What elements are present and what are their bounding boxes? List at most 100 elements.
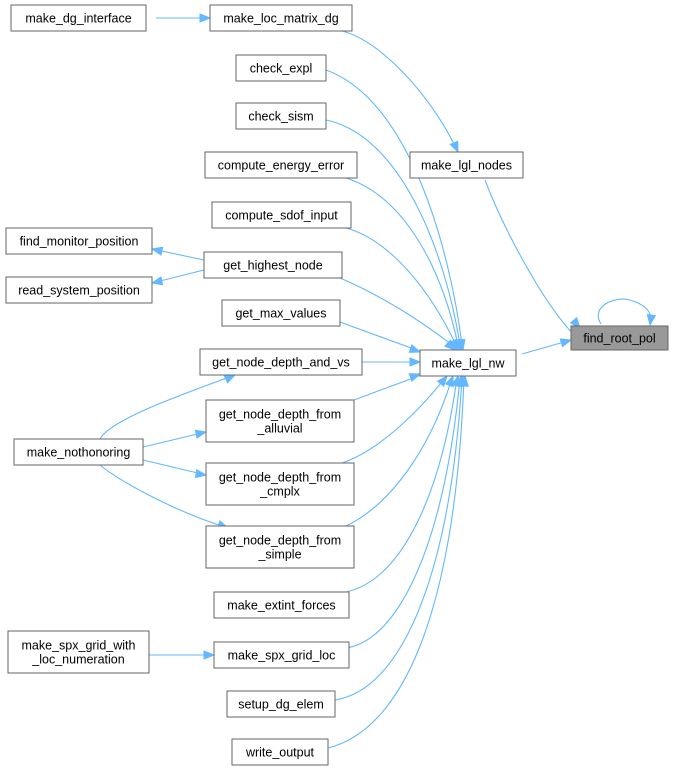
edge-get_highest_node-to-read_system_position — [150, 269, 205, 286]
node-get-node-depth-from-cmplx[interactable]: get_node_depth_from_cmplx — [205, 462, 355, 506]
node-write-output[interactable]: write_output — [231, 738, 329, 766]
edge-arrowhead — [559, 338, 573, 348]
node-compute-sdof-input[interactable]: compute_sdof_input — [211, 201, 352, 229]
node-make-nothonoring[interactable]: make_nothonoring — [13, 438, 144, 466]
node-label: compute_energy_error — [218, 159, 344, 173]
node-box — [231, 738, 329, 766]
node-box — [409, 151, 524, 179]
node-label: make_lgl_nodes — [421, 159, 512, 173]
edge-line — [597, 298, 652, 325]
edge-make_lgl_nw-to-get_max_values — [339, 321, 423, 353]
nodes-layer: make_dg_interface make_loc_matrix_dgcheck… — [5, 4, 669, 766]
node-label: _loc_numeration — [31, 653, 124, 667]
node-box — [209, 4, 353, 32]
edge-arrowhead — [223, 374, 237, 384]
edge-arrowhead — [150, 246, 164, 256]
node-label: make_lgl_nw — [432, 357, 506, 371]
node-box — [205, 462, 355, 506]
node-make-dg-interface[interactable]: make_dg_interface — [10, 4, 147, 32]
edge-make_spx_grid_loc-to-make_spx_grid_with_loc_numeration — [149, 650, 216, 660]
node-label: make_loc_matrix_dg — [223, 12, 338, 26]
edge-line — [334, 377, 463, 701]
edge-get_highest_node-to-find_monitor_position — [150, 246, 205, 261]
edge-arrowhead — [408, 373, 422, 382]
node-label: check_sism — [248, 110, 313, 124]
node-label: get_node_depth_from — [219, 471, 341, 485]
node-get-node-depth-from-simple[interactable]: get_node_depth_from_simple — [205, 525, 355, 569]
node-box — [226, 690, 336, 718]
edge-get_node_depth_from_alluvial-to-make_nothonoring — [142, 429, 208, 448]
node-box — [13, 438, 144, 466]
node-box — [570, 325, 669, 351]
node-make-lgl-nodes[interactable]: make_lgl_nodes — [409, 151, 524, 179]
node-box — [199, 348, 363, 376]
edge-arrowhead — [150, 276, 164, 286]
node-box — [5, 276, 153, 304]
edge-line — [341, 377, 446, 464]
edge-arrowhead — [194, 429, 208, 439]
edges-layer — [99, 13, 657, 749]
node-box — [213, 591, 350, 619]
edge-line — [345, 377, 461, 649]
node-check-expl[interactable]: check_expl — [235, 54, 327, 82]
node-make-loc-matrix-dg[interactable]: make_loc_matrix_dg — [209, 4, 353, 32]
edge-make_lgl_nw-to-get_highest_node — [339, 277, 456, 351]
node-label: check_expl — [250, 62, 313, 76]
node-label: make_extint_forces — [227, 599, 335, 613]
node-box — [203, 251, 343, 279]
node-setup-dg-elem[interactable]: setup_dg_elem — [226, 690, 336, 718]
node-get-node-depth-from-alluvial[interactable]: get_node_depth_from_alluvial — [205, 399, 355, 443]
edge-arrowhead — [203, 650, 216, 660]
node-read-system-position[interactable]: read_system_position — [5, 276, 153, 304]
edge-make_lgl_nodes-to-make_loc_matrix_dg — [341, 30, 459, 154]
node-get-node-depth-and-vs[interactable]: get_node_depth_and_vs — [199, 348, 363, 376]
edge-arrowhead — [409, 357, 422, 367]
node-box — [10, 4, 147, 32]
edge-line — [339, 277, 453, 346]
edge-line — [142, 459, 207, 476]
edge-make_lgl_nw-to-write_output — [327, 374, 469, 749]
node-label: find_monitor_position — [20, 235, 139, 249]
node-box — [235, 102, 327, 130]
node-get-max-values[interactable]: get_max_values — [221, 299, 341, 327]
edge-make_lgl_nw-to-compute_sdof_input — [345, 227, 458, 352]
edge-line — [484, 179, 576, 337]
edge-line — [142, 431, 207, 448]
edge-line — [325, 119, 461, 346]
node-label: get_highest_node — [223, 259, 322, 273]
node-make-spx-grid-loc[interactable]: make_spx_grid_loc — [213, 641, 350, 669]
edge-arrowhead — [459, 374, 469, 387]
node-make-spx-grid-with-loc-numeration[interactable]: make_spx_grid_with_loc_numeration — [7, 630, 150, 674]
node-label: make_dg_interface — [25, 12, 131, 26]
edge-line — [327, 377, 465, 749]
edge-find_root_pol-to-make_lgl_nodes — [484, 179, 581, 337]
node-get-highest-node[interactable]: get_highest_node — [203, 251, 343, 279]
node-label: get_node_depth_and_vs — [212, 356, 350, 370]
node-find-root-pol[interactable]: find_root_pol — [570, 325, 669, 351]
node-label: get_node_depth_from — [219, 408, 341, 422]
edge-get_node_depth_from_cmplx-to-make_nothonoring — [142, 459, 208, 479]
edge-make_lgl_nw-to-get_node_depth_from_cmplx — [341, 374, 448, 464]
edge-make_lgl_nw-to-get_node_depth_from_simple — [345, 374, 454, 527]
node-box — [419, 349, 517, 377]
node-box — [204, 151, 358, 179]
node-box — [235, 54, 327, 82]
node-compute-energy-error[interactable]: compute_energy_error — [204, 151, 358, 179]
node-label: get_node_depth_from — [219, 534, 341, 548]
node-check-sism[interactable]: check_sism — [235, 102, 327, 130]
edge-line — [99, 374, 236, 440]
edge-make_lgl_nw-to-make_extint_forces — [345, 374, 461, 593]
node-make-extint-forces[interactable]: make_extint_forces — [213, 591, 350, 619]
node-label: setup_dg_elem — [238, 698, 323, 712]
edge-line — [325, 69, 463, 346]
edge-arrowhead — [646, 313, 657, 327]
edge-make_lgl_nw-to-get_node_depth_and_vs — [362, 357, 422, 367]
node-make-lgl-nw[interactable]: make_lgl_nw — [419, 349, 517, 377]
node-find-monitor-position[interactable]: find_monitor_position — [5, 227, 153, 255]
node-label: get_max_values — [235, 307, 326, 321]
edge-arrowhead — [199, 13, 212, 23]
edge-make_lgl_nw-to-setup_dg_elem — [334, 374, 467, 701]
edge-arrowhead — [444, 374, 454, 388]
node-label: _alluvial — [256, 422, 302, 436]
edge-line — [341, 30, 456, 147]
